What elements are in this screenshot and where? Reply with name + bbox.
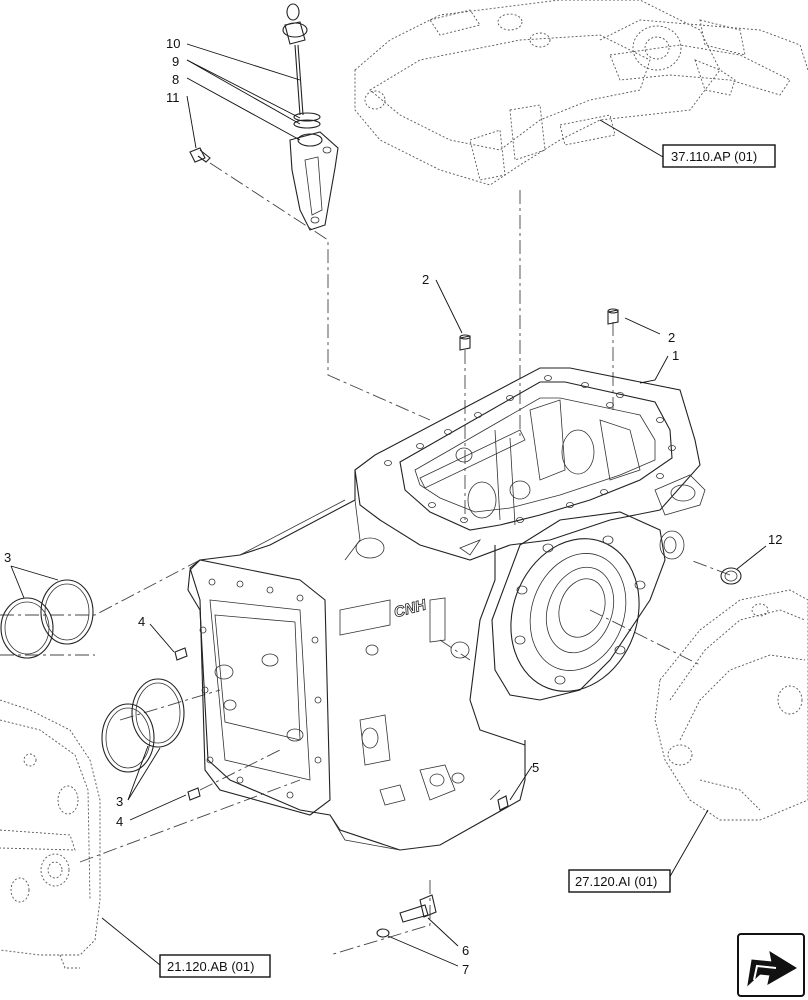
dowel-pin-top-left — [459, 334, 471, 351]
front-housing-ghost — [654, 589, 808, 821]
dowel-pin-top-right — [607, 308, 619, 325]
washer — [376, 928, 390, 938]
o-ring-lower — [293, 119, 321, 129]
dowel-pin-left-lower — [187, 787, 201, 801]
ref-link-37-110-ap[interactable]: 37.110.AP (01) — [662, 144, 776, 168]
bracket-bolt — [189, 147, 211, 163]
callout-4-bottom: 4 — [116, 814, 123, 829]
ref-label-21-120-ab: 21.120.AB (01) — [167, 959, 254, 974]
callout-2-top: 2 — [422, 272, 429, 287]
callout-6: 6 — [462, 943, 469, 958]
callout-2-right: 2 — [668, 330, 675, 345]
callout-5: 5 — [532, 760, 539, 775]
callout-3-top: 3 — [4, 550, 11, 565]
housing-cast-logo: CNH — [392, 596, 429, 621]
flange-bolt-holes — [384, 375, 676, 523]
dipstick — [282, 3, 308, 116]
mounting-bolt — [399, 894, 437, 923]
dipstick-assembly — [189, 3, 339, 231]
callout-9: 9 — [172, 54, 179, 69]
dipstick-tube-bracket — [289, 131, 339, 231]
callout-12: 12 — [768, 532, 782, 547]
transmission-housing: CNH — [187, 367, 706, 851]
snap-ring-center-upper — [131, 678, 185, 748]
assembly-axis-lines — [0, 162, 731, 956]
rear-flange-bolt-holes — [199, 578, 322, 799]
callout-3-bottom: 3 — [116, 794, 123, 809]
callout-7: 7 — [462, 962, 469, 977]
callout-11: 11 — [166, 90, 180, 105]
ref-link-27-120-ai[interactable]: 27.120.AI (01) — [568, 869, 671, 893]
o-ring-upper — [293, 112, 321, 122]
next-page-button[interactable] — [737, 933, 805, 997]
leader-lines — [10, 43, 767, 967]
rear-hitch-assembly-ghost — [354, 0, 808, 186]
callout-8: 8 — [172, 72, 179, 87]
ref-label-37-110-ap: 37.110.AP (01) — [671, 149, 757, 164]
ref-label-27-120-ai: 27.120.AI (01) — [575, 874, 657, 889]
drain-plug — [497, 795, 509, 811]
snap-ring-center-lower — [101, 703, 155, 773]
dowel-pin-left-upper — [174, 647, 188, 661]
next-page-arrow-icon — [747, 950, 797, 987]
callout-10: 10 — [166, 36, 180, 51]
callout-1: 1 — [672, 348, 679, 363]
ref-link-21-120-ab[interactable]: 21.120.AB (01) — [159, 954, 271, 978]
shaft-seal — [720, 567, 742, 585]
snap-ring-left — [40, 579, 94, 645]
callout-4-top: 4 — [138, 614, 145, 629]
gearbox-ghost — [0, 699, 101, 969]
callout-numbers: 10 9 8 11 2 2 1 12 3 4 5 3 4 6 7 — [4, 36, 782, 977]
